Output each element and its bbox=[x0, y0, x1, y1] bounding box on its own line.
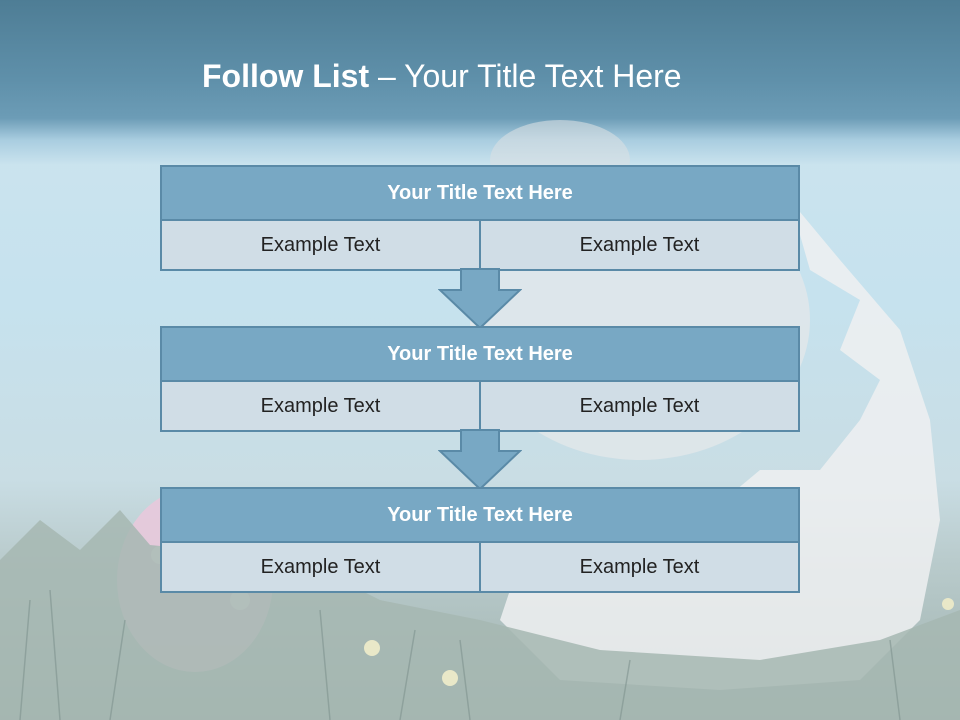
step-cell-right: Example Text bbox=[481, 382, 800, 432]
header-band bbox=[0, 0, 960, 165]
step-title: Your Title Text Here bbox=[160, 487, 800, 543]
title-rest: – Your Title Text Here bbox=[369, 58, 682, 94]
step-title: Your Title Text Here bbox=[160, 326, 800, 382]
flower-shape bbox=[364, 640, 380, 656]
step-cell-left: Example Text bbox=[160, 382, 481, 432]
step-block-2: Your Title Text Here Example Text Exampl… bbox=[160, 326, 800, 432]
title-bold: Follow List bbox=[202, 58, 370, 94]
step-cell-left: Example Text bbox=[160, 543, 481, 593]
step-row: Example Text Example Text bbox=[160, 221, 800, 271]
step-block-3: Your Title Text Here Example Text Exampl… bbox=[160, 487, 800, 593]
flower-shape bbox=[942, 598, 954, 610]
down-arrow-icon bbox=[438, 429, 522, 491]
step-cell-right: Example Text bbox=[481, 221, 800, 271]
step-row: Example Text Example Text bbox=[160, 382, 800, 432]
step-row: Example Text Example Text bbox=[160, 543, 800, 593]
step-title: Your Title Text Here bbox=[160, 165, 800, 221]
flower-shape bbox=[442, 670, 458, 686]
step-cell-right: Example Text bbox=[481, 543, 800, 593]
step-cell-left: Example Text bbox=[160, 221, 481, 271]
down-arrow-icon bbox=[438, 268, 522, 330]
step-block-1: Your Title Text Here Example Text Exampl… bbox=[160, 165, 800, 271]
slide-title: Follow List – Your Title Text Here bbox=[202, 56, 902, 96]
grass-blades bbox=[19, 589, 901, 720]
